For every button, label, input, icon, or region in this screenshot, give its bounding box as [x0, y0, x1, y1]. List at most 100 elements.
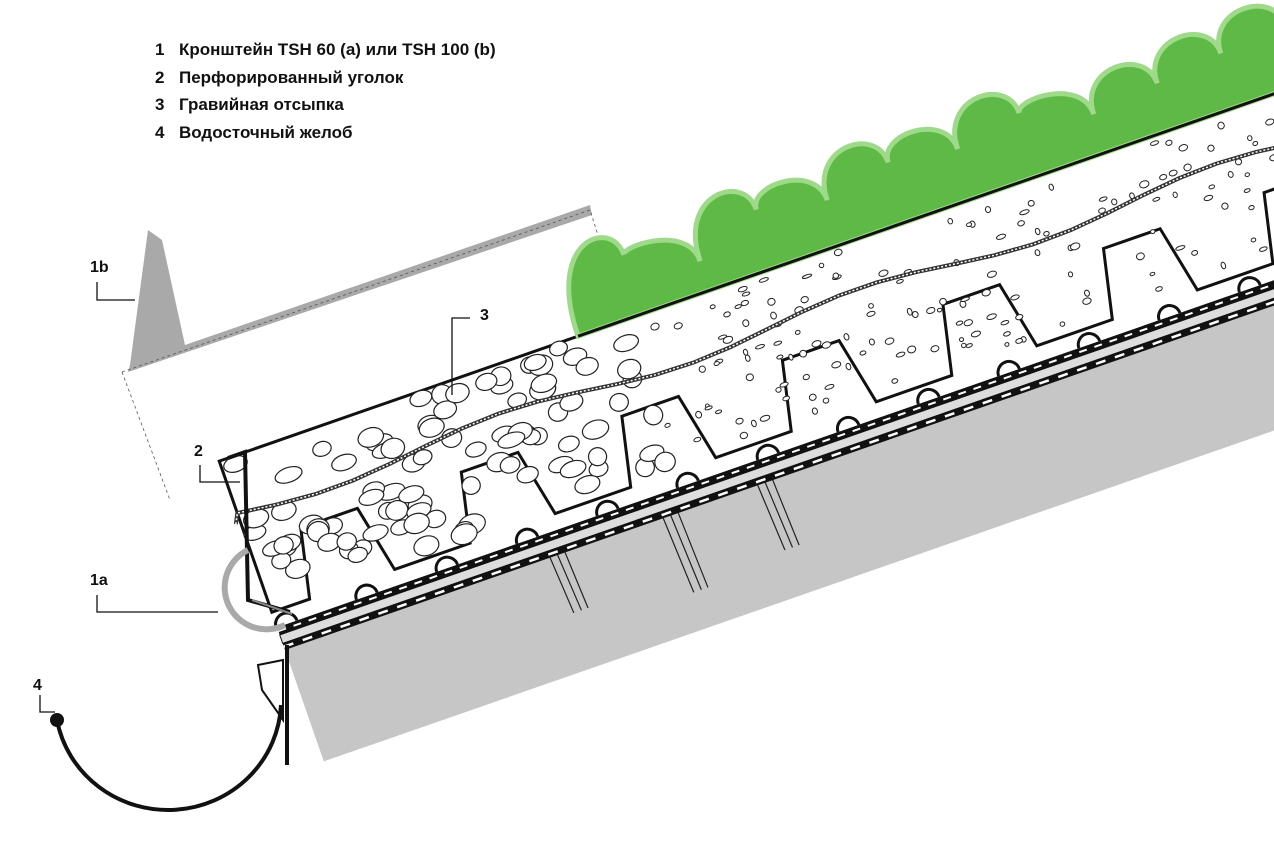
drainage-bump — [1076, 332, 1102, 349]
drainage-bump — [514, 527, 540, 545]
pebble — [1017, 220, 1025, 227]
pebble — [907, 345, 917, 354]
pebble — [1000, 320, 1010, 326]
leader-lines — [39, 282, 470, 713]
legend-num: 4 — [155, 122, 165, 142]
legend-num: 1 — [155, 40, 165, 59]
callout-3: 3 — [480, 307, 489, 324]
pebble — [866, 310, 876, 317]
drainage-bump — [755, 443, 780, 461]
legend-num: 3 — [155, 95, 165, 114]
pebble — [1221, 202, 1229, 210]
legend-text: Гравийная отсыпка — [179, 95, 344, 114]
pebble — [811, 407, 818, 415]
pebble — [906, 307, 913, 316]
pebble — [801, 273, 813, 279]
pebble — [1168, 169, 1178, 177]
pebble — [1259, 246, 1268, 252]
pebble — [285, 558, 311, 580]
legend-text: Кронштейн TSH 60 (a) или TSH 100 (b) — [179, 40, 496, 59]
pebble — [788, 353, 794, 361]
pebble — [773, 340, 783, 346]
pebble — [759, 414, 771, 422]
pebble — [963, 319, 973, 327]
pebble — [799, 349, 808, 358]
pebble — [1227, 170, 1234, 178]
callout-1a: 1a — [90, 572, 108, 589]
pebble — [1172, 191, 1178, 198]
pebble — [581, 419, 610, 440]
pebble — [1027, 199, 1035, 207]
pebble — [868, 338, 875, 346]
legend-text: Перфорированный уголок — [179, 67, 404, 87]
pebble — [1004, 342, 1010, 347]
pebble — [1208, 184, 1216, 190]
pebble — [1244, 172, 1251, 178]
pebble — [986, 313, 997, 321]
pebble — [1178, 144, 1189, 152]
callout-2: 2 — [194, 443, 203, 460]
vegetation — [566, 0, 1274, 340]
pebble — [739, 431, 749, 440]
pebble — [358, 488, 385, 506]
pebble — [654, 451, 676, 473]
bracket-tsh60 — [221, 547, 287, 633]
pebble — [843, 333, 850, 341]
pebble — [742, 348, 749, 356]
pebble — [1015, 338, 1023, 344]
pebble — [926, 306, 936, 314]
pebble — [617, 358, 642, 380]
pebble — [1015, 313, 1024, 321]
pebble — [698, 365, 706, 373]
pebble — [1252, 140, 1259, 147]
pebble — [516, 465, 539, 484]
pebble — [530, 373, 558, 394]
pebble — [1203, 194, 1214, 202]
drainage-bump — [675, 471, 700, 489]
pebble — [450, 523, 478, 546]
pebble — [357, 426, 385, 448]
pebble — [930, 345, 940, 353]
pebble — [1034, 227, 1041, 236]
pebble — [549, 340, 568, 357]
drainage-bump — [434, 555, 459, 573]
fasteners — [545, 470, 800, 614]
pebble — [996, 233, 1007, 240]
pebble — [1150, 229, 1156, 235]
pebble — [673, 322, 683, 330]
pebble — [1111, 198, 1118, 206]
drainage-bump — [836, 415, 861, 433]
drainage-bump — [354, 583, 379, 601]
pebble — [1067, 271, 1074, 278]
pebble — [896, 278, 904, 284]
pebble — [723, 311, 731, 318]
pebble — [274, 465, 303, 484]
pebble — [347, 546, 368, 564]
pebble — [1059, 321, 1066, 327]
pebble — [1175, 245, 1186, 251]
drainage-bump — [1237, 276, 1262, 293]
pebble — [497, 431, 526, 449]
pebble — [1152, 196, 1161, 202]
pebble — [981, 289, 991, 297]
pebble — [1183, 163, 1192, 172]
pebble — [740, 299, 749, 307]
pebble — [970, 330, 982, 338]
pebble — [1247, 135, 1253, 142]
pebble — [775, 386, 782, 393]
pebble — [464, 441, 487, 458]
pebble — [312, 440, 332, 457]
pebble — [693, 436, 702, 443]
pebble — [362, 524, 389, 542]
pebble — [1048, 183, 1054, 191]
pebble — [650, 322, 660, 331]
soil-top — [577, 65, 1274, 338]
pebble — [1149, 140, 1160, 146]
pebble — [955, 320, 964, 326]
pebble — [1220, 261, 1227, 270]
pebble — [1139, 180, 1150, 189]
pebble — [385, 499, 409, 521]
pebble — [575, 356, 599, 376]
gutter — [55, 704, 283, 812]
pebble — [911, 310, 919, 319]
